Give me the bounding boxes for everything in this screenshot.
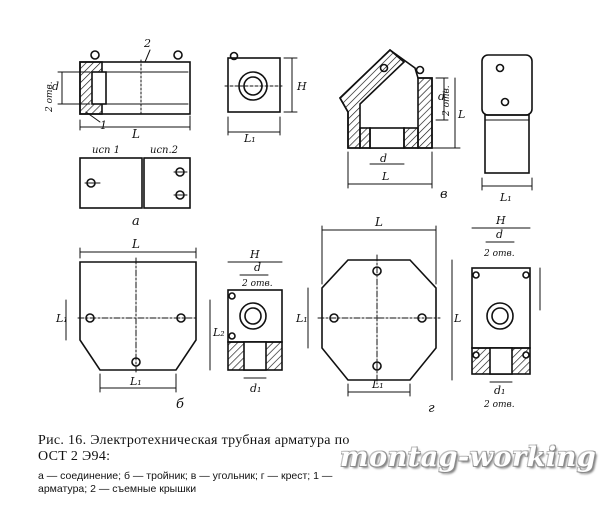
label-cover-2: 2 <box>143 37 151 50</box>
label-d-g: d <box>496 228 503 241</box>
label-H-g: H <box>495 214 506 227</box>
label-d-b: d <box>254 261 261 274</box>
label-fig-b: б <box>176 397 184 412</box>
label-L2-b: L₂ <box>212 326 225 339</box>
label-d-v-side: d <box>438 90 445 103</box>
label-variant-2: исп.2 <box>150 145 178 156</box>
label-L-v-vertical: L <box>457 108 465 121</box>
label-L1-b-bottom: L₁ <box>129 375 142 388</box>
label-L-g-right: L <box>453 312 461 325</box>
label-holes-a: 2 отв. <box>45 81 55 113</box>
label-holes-v: 2 отв. <box>442 85 452 117</box>
label-L1-g-bottom: L₁ <box>371 378 384 391</box>
tee-plan-view <box>65 247 211 393</box>
label-holes-g-bottom: 2 отв. <box>483 400 515 410</box>
cross-plan-view <box>307 225 453 397</box>
label-L1-b-left: L₁ <box>55 312 68 325</box>
label-L-v: L <box>381 170 389 183</box>
connector-front-view <box>57 49 191 131</box>
label-L1-g-left: L₁ <box>295 312 308 325</box>
label-L-g: L <box>374 215 383 229</box>
elbow-section-view <box>338 48 461 189</box>
label-fig-g: г <box>428 401 435 416</box>
label-L-a: L <box>131 127 140 141</box>
label-L1-a: L₁ <box>243 132 256 145</box>
label-holes-g-top: 2 отв. <box>483 249 515 259</box>
elbow-side-view <box>481 54 533 191</box>
watermark: montag-working <box>340 442 597 473</box>
label-fig-v: в <box>440 187 448 202</box>
label-holes-b: 2 отв. <box>241 279 273 289</box>
label-d1-g: d₁ <box>494 384 505 397</box>
label-d1-b: d₁ <box>250 382 261 395</box>
label-L1-v: L₁ <box>499 191 512 204</box>
caption-legend: а — соединение; б — тройник; в — угольни… <box>38 470 333 495</box>
label-L-b: L <box>131 237 140 251</box>
drawing-labels: 2 1 d 2 отв. L L₁ H исп 1 исп.2 а d L d … <box>45 37 515 416</box>
label-H-b: H <box>249 248 260 261</box>
connector-side-view <box>224 51 298 136</box>
cover-variant-2 <box>143 157 191 209</box>
label-variant-1: исп 1 <box>92 145 120 156</box>
label-d-v: d <box>380 152 387 165</box>
label-fig-a: а <box>132 214 140 229</box>
label-H-a: H <box>296 80 307 93</box>
label-d-a: d <box>52 80 59 93</box>
figure-caption: Рис. 16. Электротехническая трубная арма… <box>38 433 368 496</box>
tee-side-view <box>227 261 283 379</box>
label-fitting-1: 1 <box>100 119 107 132</box>
caption-title: Рис. 16. Электротехническая трубная арма… <box>38 433 350 464</box>
cross-side-view <box>471 227 541 383</box>
cover-variant-1 <box>79 157 143 209</box>
